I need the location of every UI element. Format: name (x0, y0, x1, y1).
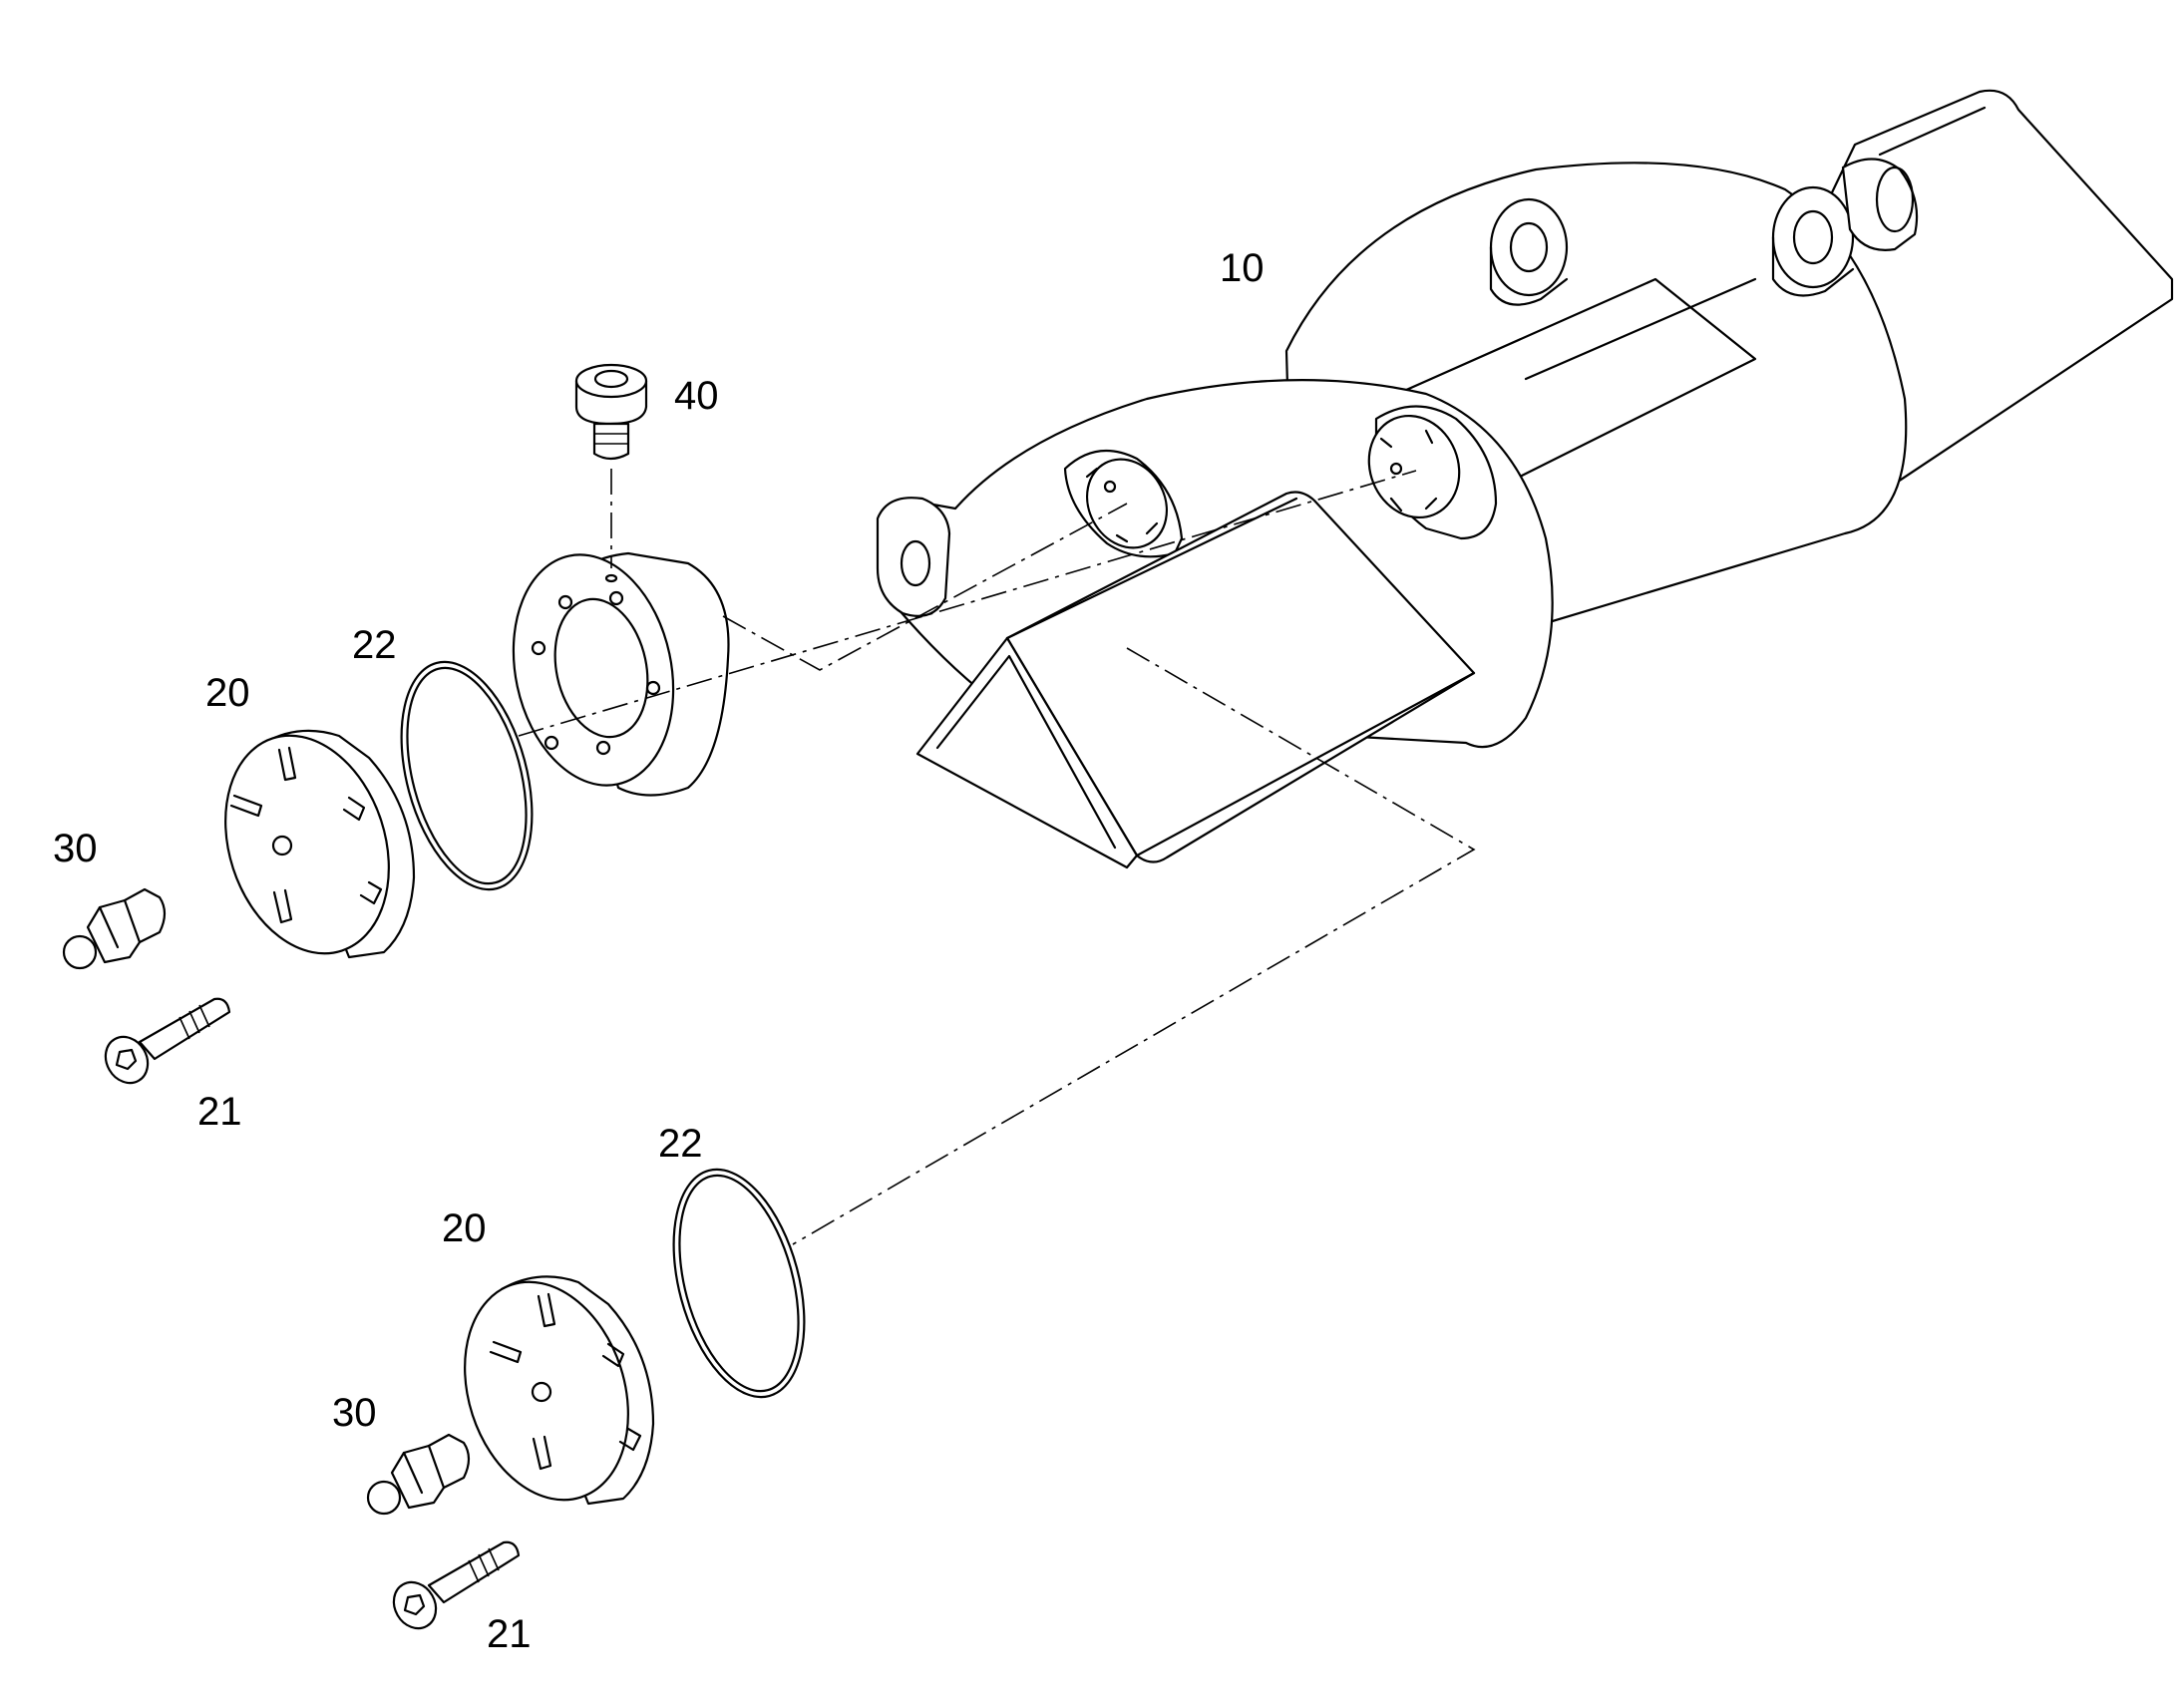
part-22-oring-upper (400, 660, 534, 891)
part-20-cover-upper (224, 729, 416, 959)
part-30-nipple-upper (62, 887, 167, 970)
callout-22-lower: 22 (658, 1122, 703, 1166)
part-22-oring-lower (672, 1168, 806, 1399)
callout-40: 40 (674, 374, 719, 418)
part-21-screw-lower (392, 1540, 521, 1630)
callout-21-lower: 21 (487, 1612, 532, 1656)
part-10-frame (876, 89, 2174, 869)
callout-20-upper: 20 (205, 671, 250, 715)
callout-30-lower: 30 (332, 1391, 377, 1435)
callout-21-upper: 21 (197, 1090, 242, 1134)
callout-20-lower: 20 (442, 1206, 487, 1250)
part-20-cover-lower (464, 1275, 655, 1506)
callout-22-upper: 22 (352, 623, 397, 667)
flange-bushing (512, 551, 730, 797)
assembly-centerlines (518, 469, 1476, 1245)
callout-10: 10 (1220, 246, 1265, 290)
part-40-screw (574, 363, 648, 461)
callout-30-upper: 30 (53, 827, 98, 870)
part-30-nipple-lower (366, 1433, 471, 1516)
part-21-screw-upper (104, 997, 231, 1085)
